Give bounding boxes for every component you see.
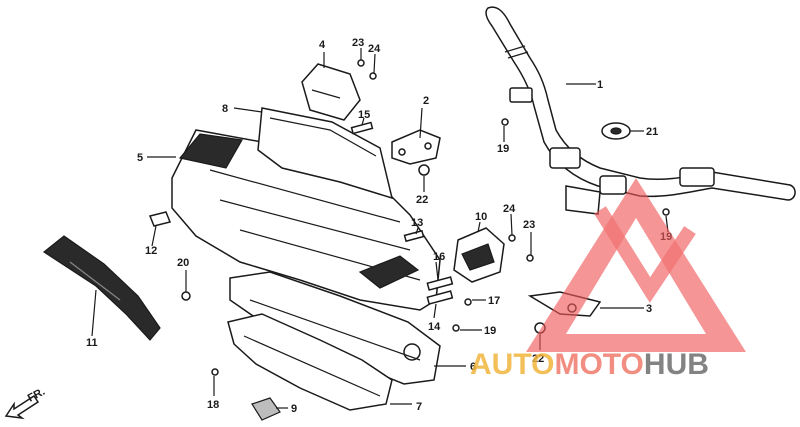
leader-lines [91,48,669,409]
seal-tape-15 [350,121,374,135]
direction-label: FR. [26,386,47,405]
callout-16: 16 [433,251,445,263]
seal-tape-14 [426,290,454,305]
callout-22a: 22 [416,194,428,206]
callout-10: 10 [475,211,487,223]
callout-13: 13 [411,217,423,229]
screw-24b [508,234,516,242]
screw-18 [211,368,219,376]
handlebar-lower-cover [229,271,441,385]
front-direction-indicator: FR. [4,386,47,420]
watermark-auto: AUTO [470,348,554,381]
callout-17: 17 [488,295,500,307]
callout-24a: 24 [368,43,381,55]
callout-3: 3 [646,303,652,315]
bolt-17 [464,298,472,306]
callout-23b: 23 [523,219,535,231]
callout-labels: 1 2 3 4 5 6 7 8 9 10 11 12 13 14 15 16 1… [86,37,672,415]
nut-22a [418,164,430,176]
screw-24a [369,72,377,80]
trim-clip [148,211,172,227]
handlebar [485,6,796,215]
callout-2: 2 [423,95,429,107]
screw-23b [526,254,534,262]
turn-signal-housing [453,227,505,283]
watermark-hub: HUB [644,348,709,381]
callout-9: 9 [291,403,297,415]
screw-23a [357,59,365,67]
callout-1: 1 [597,79,603,91]
callout-5: 5 [137,152,143,164]
callout-7: 7 [416,401,422,413]
rubber-grommet [251,397,281,421]
callout-11: 11 [86,337,98,349]
watermark-moto: MOTO [554,348,643,381]
seal-tape-13 [403,229,425,243]
automotohub-watermark: AUTOMOTOHUB [470,178,746,381]
bolt-20 [181,291,191,301]
arrow-icon [4,394,40,420]
callout-21: 21 [646,126,658,138]
screw-19b [662,208,670,216]
seal-tape-16 [426,276,454,291]
callout-4: 4 [319,39,326,51]
callout-20: 20 [177,257,189,269]
mounting-bracket [391,129,441,165]
callout-12: 12 [145,245,157,257]
callout-22b: 22 [532,353,544,365]
handlebar-weight [601,122,631,140]
front-emblem [42,235,161,341]
watermark-triangle-icon [526,178,746,352]
meter-case [301,63,361,121]
callout-19a: 19 [497,143,509,155]
screw-19a [501,118,509,126]
callout-18: 18 [207,399,219,411]
callout-24b: 24 [503,203,516,215]
screw-19c [452,324,460,332]
windscreen [257,107,394,200]
callout-8: 8 [222,103,228,115]
callout-23a: 23 [352,37,364,49]
callout-14: 14 [428,321,441,333]
callout-15: 15 [358,109,370,121]
svg-text:AUTOMOTOHUB: AUTOMOTOHUB [470,348,709,381]
callout-19c: 19 [484,325,496,337]
inner-cover [227,313,393,411]
callout-6: 6 [470,361,476,373]
